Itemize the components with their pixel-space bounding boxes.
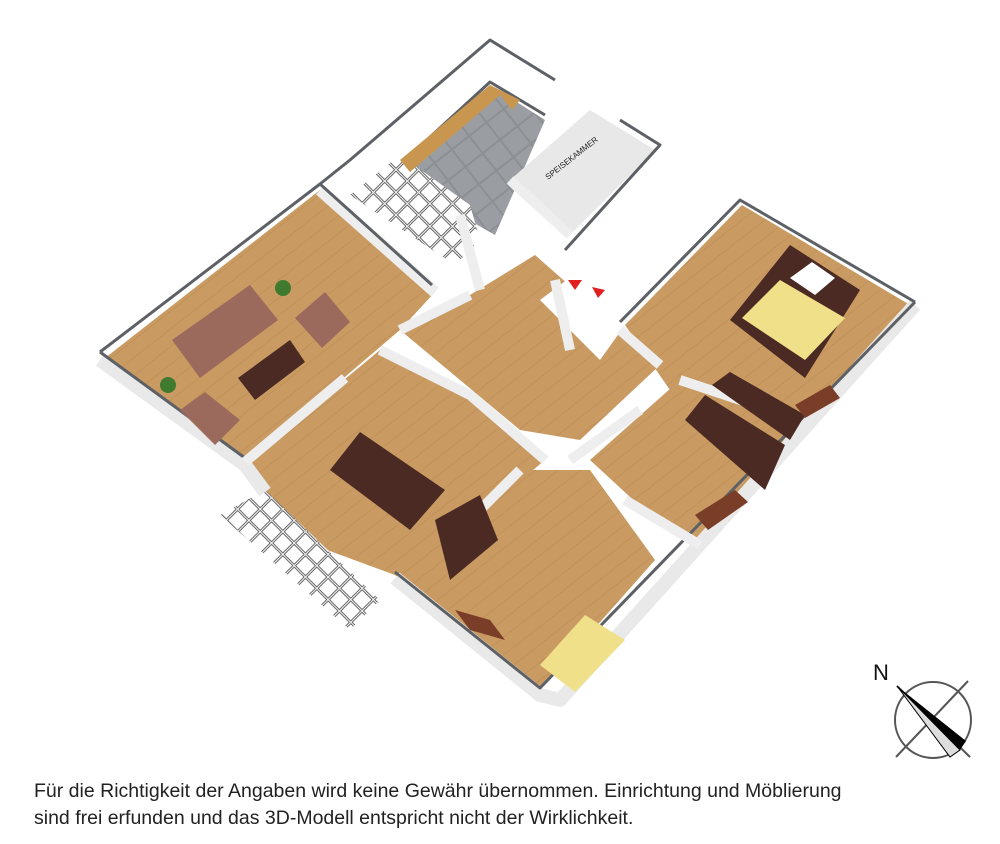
coffee-table	[238, 340, 305, 400]
bathroom-floor	[350, 155, 480, 265]
pillow	[790, 262, 835, 295]
bedroom-furniture	[685, 245, 860, 530]
disclaimer-line-1: Für die Richtigkeit der Angaben wird kei…	[34, 780, 842, 802]
dining-furniture	[330, 432, 498, 580]
entrance-floor	[540, 255, 625, 360]
living-room-furniture	[160, 280, 350, 445]
plant-icon	[160, 377, 176, 393]
sideboard	[435, 495, 498, 580]
compass-north-label: N	[873, 660, 889, 685]
desk	[455, 610, 505, 640]
dresser	[712, 372, 805, 440]
desk	[795, 385, 840, 418]
plant-icon	[275, 280, 291, 296]
kitchen-counter	[400, 85, 500, 172]
entrance-arrow-icon	[592, 287, 605, 298]
guest-bed	[540, 615, 625, 692]
dining-table	[330, 432, 445, 530]
armchair	[180, 392, 240, 445]
wardrobe	[685, 395, 785, 490]
pantry-floor	[510, 110, 655, 235]
bed	[742, 280, 845, 360]
kitchen-counter-side	[490, 85, 520, 110]
entrance-arrow-icon	[568, 280, 582, 290]
office-room-floor	[590, 380, 800, 545]
desk	[695, 490, 748, 530]
study-furniture	[455, 610, 625, 692]
living-room-floor	[105, 190, 435, 462]
sofa	[172, 285, 278, 378]
kitchen-floor	[405, 85, 545, 235]
disclaimer: Für die Richtigkeit der Angaben wird kei…	[34, 778, 842, 832]
compass-icon	[894, 680, 972, 759]
disclaimer-line-2: sind frei erfunden und das 3D-Modell ent…	[34, 807, 634, 829]
walls	[95, 38, 921, 707]
armchair	[295, 292, 350, 348]
balcony-floor	[220, 490, 380, 630]
floor-plan-3d: SPEISEKAMMER	[95, 38, 972, 759]
floors	[105, 85, 910, 690]
